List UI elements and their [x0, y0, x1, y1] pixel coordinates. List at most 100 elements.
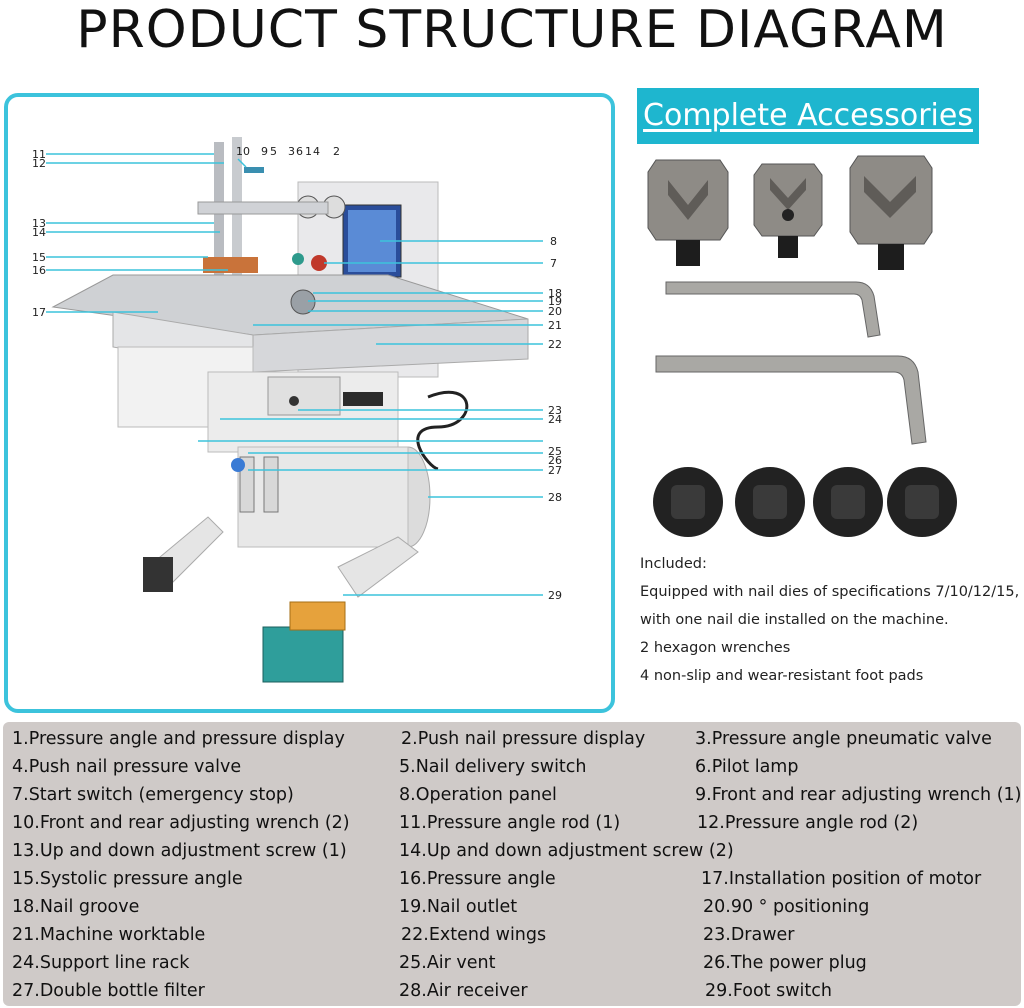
legend-row: 1.Pressure angle and pressure display 2.…	[3, 725, 1021, 753]
power-plug-cable	[416, 390, 469, 471]
callout-23: 23	[548, 404, 562, 417]
leg-foot-left	[143, 557, 173, 592]
callout-12: 12	[32, 157, 46, 170]
callout-16: 16	[32, 264, 46, 277]
legend-item: 28.Air receiver	[399, 981, 528, 1001]
nail-die-2	[753, 163, 823, 258]
foot-switch-pedal	[289, 601, 346, 631]
included-list: Included: Equipped with nail dies of spe…	[640, 550, 1024, 690]
parts-legend: 1.Pressure angle and pressure display 2.…	[3, 722, 1022, 1006]
callout-7: 7	[550, 257, 557, 270]
callout-19: 19	[548, 295, 562, 308]
callout-14: 14	[32, 226, 46, 239]
callout-17: 17	[32, 306, 46, 319]
callout-18: 18	[548, 287, 562, 300]
callout-5: 5	[270, 145, 277, 158]
legend-item: 3.Pressure angle pneumatic valve	[695, 729, 992, 749]
nail-die-1	[647, 159, 729, 266]
callout-27: 27	[548, 464, 562, 477]
callout-25: 25	[548, 445, 562, 458]
foot-pad-3	[813, 467, 883, 537]
callout-10: 10	[236, 145, 250, 158]
double-bottle-filter-2	[263, 456, 279, 513]
included-heading: Included:	[640, 556, 707, 572]
accessories-title-text: Complete Accessories	[643, 98, 973, 133]
callout-28: 28	[548, 491, 562, 504]
included-line-2: with one nail die installed on the machi…	[640, 612, 949, 628]
legend-item: 5.Nail delivery switch	[399, 757, 587, 777]
legend-item: 11.Pressure angle rod (1)	[399, 813, 621, 833]
callout-29: 29	[548, 589, 562, 602]
callout-4: 4	[313, 145, 320, 158]
pressure-angle-rod-1	[214, 142, 224, 292]
callout-20: 20	[548, 305, 562, 318]
legend-item: 12.Pressure angle rod (2)	[697, 813, 919, 833]
legend-item: 1.Pressure angle and pressure display	[12, 729, 345, 749]
legend-item: 21.Machine worktable	[12, 925, 206, 945]
page-title: PRODUCT STRUCTURE DIAGRAM	[76, 0, 948, 60]
included-line-3: 2 hexagon wrenches	[640, 640, 791, 656]
callout-26: 26	[548, 454, 562, 467]
air-vent	[231, 458, 245, 472]
legend-item: 10.Front and rear adjusting wrench (2)	[12, 813, 350, 833]
legend-item: 13.Up and down adjustment screw (1)	[12, 841, 347, 861]
start-switch	[311, 255, 327, 271]
callout-11: 11	[32, 148, 46, 161]
nail-die-3	[849, 155, 933, 270]
legend-row: 21.Machine worktable 22.Extend wings 23.…	[3, 921, 1021, 949]
legend-item: 14.Up and down adjustment screw (2)	[399, 841, 734, 861]
callout-1: 1	[305, 145, 312, 158]
top-bracket	[197, 201, 329, 215]
legend-row: 24.Support line rack 25.Air vent 26.The …	[3, 949, 1021, 977]
legend-row: 4.Push nail pressure valve 5.Nail delive…	[3, 753, 1021, 781]
legend-item: 27.Double bottle filter	[12, 981, 205, 1001]
callout-21: 21	[548, 319, 562, 332]
legend-item: 16.Pressure angle	[399, 869, 556, 889]
foot-pad-1	[653, 467, 723, 537]
callout-8: 8	[550, 235, 557, 248]
legend-item: 7.Start switch (emergency stop)	[12, 785, 294, 805]
legend-row: 27.Double bottle filter 28.Air receiver …	[3, 977, 1021, 1005]
callout-3: 3	[288, 145, 295, 158]
legend-item: 9.Front and rear adjusting wrench (1)	[695, 785, 1022, 805]
legend-item: 26.The power plug	[703, 953, 867, 973]
support-line-rack	[343, 392, 383, 406]
legend-item: 18.Nail groove	[12, 897, 140, 917]
nail-groove	[290, 289, 316, 315]
legend-item: 29.Foot switch	[705, 981, 832, 1001]
callout-15: 15	[32, 251, 46, 264]
legend-item: 24.Support line rack	[12, 953, 190, 973]
foot-pad-2	[735, 467, 805, 537]
legend-row: 18.Nail groove 19.Nail outlet 20.90 ° po…	[3, 893, 1021, 921]
legend-item: 22.Extend wings	[401, 925, 547, 945]
legend-row: 7.Start switch (emergency stop) 8.Operat…	[3, 781, 1022, 809]
callout-9: 9	[261, 145, 268, 158]
legend-item: 17.Installation position of motor	[701, 869, 982, 889]
callout-24: 24	[548, 413, 562, 426]
foot-switch-base	[262, 626, 344, 683]
included-line-4: 4 non-slip and wear-resistant foot pads	[640, 668, 924, 684]
callout-2: 2	[333, 145, 340, 158]
legend-item: 6.Pilot lamp	[695, 757, 799, 777]
hex-wrench-1	[665, 281, 881, 338]
callout-6: 6	[296, 145, 303, 158]
legend-row: 13.Up and down adjustment screw (1) 14.U…	[3, 837, 1021, 865]
machine-illustration: 11 12 10 9 5 3 6 1 4 2 13 14 15 16 17 8 …	[32, 137, 562, 683]
legend-row: 15.Systolic pressure angle 16.Pressure a…	[3, 865, 1021, 893]
drawer	[267, 376, 341, 416]
accessories-title: Complete Accessories	[637, 88, 979, 144]
pilot-lamp	[292, 253, 304, 265]
included-line-1: Equipped with nail dies of specification…	[640, 584, 1020, 600]
legend-item: 25.Air vent	[399, 953, 496, 973]
callout-22: 22	[548, 338, 562, 351]
adjust-handle	[244, 167, 264, 173]
callout-13: 13	[32, 217, 46, 230]
legend-item: 20.90 ° positioning	[703, 897, 870, 917]
legend-item: 4.Push nail pressure valve	[12, 757, 242, 777]
legend-item: 2.Push nail pressure display	[401, 729, 646, 749]
legend-item: 15.Systolic pressure angle	[12, 869, 243, 889]
legend-item: 19.Nail outlet	[399, 897, 518, 917]
hex-wrench-2	[655, 355, 927, 445]
legend-row: 10.Front and rear adjusting wrench (2) 1…	[3, 809, 1021, 837]
foot-pad-4	[887, 467, 957, 537]
